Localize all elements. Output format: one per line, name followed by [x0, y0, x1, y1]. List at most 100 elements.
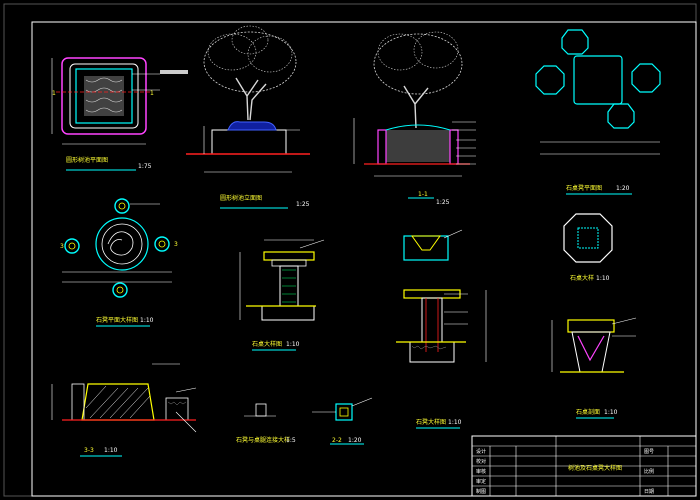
sec33-gravel	[167, 401, 187, 406]
section-3-3: 3-3 1:10	[51, 363, 197, 457]
tb-right-1: 图号	[644, 449, 654, 455]
table-detail-top	[263, 251, 315, 261]
table-detail-leader	[299, 239, 325, 249]
planter-plan-title: 圆形树池平面图	[66, 156, 108, 164]
round-stool-bottom	[112, 282, 128, 298]
stool-section: 石凳大样图 1:10	[396, 289, 487, 429]
stool-section-scale: 1:10	[448, 419, 462, 426]
sec11-wall-left	[377, 129, 387, 165]
tb-row-2: 校对	[476, 458, 486, 465]
stool-sec-leg	[421, 297, 443, 343]
elev-planter-cap	[227, 121, 277, 131]
stool-left	[535, 65, 565, 95]
stool-section-title: 石凳大样图	[416, 418, 446, 426]
planter-cut-mark-left: 1	[52, 90, 56, 97]
table-sec-top	[567, 319, 615, 333]
tb-row-3: 审核	[476, 468, 486, 475]
round-planter-plan: 3 3 石凳平面大样图 1:10	[60, 198, 178, 327]
round-stool-right-inner	[158, 240, 166, 248]
sec22-leader-2	[351, 397, 373, 407]
stool-top	[561, 29, 589, 55]
section-33-title: 3-3	[84, 447, 94, 454]
round-planter-ring	[101, 223, 143, 265]
sec22-inner	[339, 407, 349, 417]
stool-plan-title: 石凳平面大样图	[96, 316, 138, 324]
round-planter-contour	[107, 231, 134, 256]
sec11-soil-mound	[385, 124, 451, 131]
table-section: 石桌剖面 1:10	[551, 317, 637, 419]
table-detail-scale: 1:10	[286, 341, 300, 348]
stool-plan-scale: 1:10	[140, 317, 154, 324]
table-detail: 石桌大样图 1:10	[239, 239, 325, 351]
planter-soil	[84, 76, 124, 116]
tb-drawing-name: 树池及石桌凳大样图	[568, 464, 622, 472]
section-1-1: 1-1 1:25	[353, 31, 476, 206]
round-stool-top-inner	[118, 202, 126, 210]
small-block-taper	[411, 235, 441, 251]
stool-sec-footing	[409, 341, 455, 363]
section-2-2: 2-2 1:20	[312, 397, 373, 445]
table-top-scale: 1:10	[596, 275, 610, 282]
table-top-title: 石桌大样	[570, 274, 594, 282]
tb-row-1: 设计	[476, 448, 486, 455]
sec33-leader-3	[175, 411, 197, 433]
joint-scale: 1:5	[286, 437, 296, 444]
planter-inner-ring	[75, 68, 133, 124]
sec33-leader-2	[175, 387, 197, 393]
sec33-wall-left	[71, 383, 85, 421]
stool-sec-gravel	[411, 345, 447, 350]
planter-elev-title: 圆形树池立面图	[220, 194, 262, 202]
stool-right	[631, 63, 661, 93]
table-plan-title: 石桌凳平面图	[566, 184, 602, 192]
planter-soil-texture	[85, 77, 123, 113]
sec11-leaders	[452, 121, 476, 165]
planter-note-text	[160, 70, 188, 74]
small-block-outer	[403, 235, 449, 261]
planter-mid-ring	[69, 63, 139, 129]
table-section-scale: 1:10	[604, 409, 618, 416]
elev-planter-body	[211, 129, 287, 155]
table-sec-leader	[611, 317, 637, 325]
tb-right-2: 比例	[644, 468, 654, 475]
table-top-square	[573, 55, 623, 105]
table-plan-scale: 1:20	[616, 185, 630, 192]
round-planter-outer	[95, 217, 149, 271]
joint-title: 石凳与桌腿连接大样	[236, 436, 290, 444]
table-section-title: 石桌剖面	[576, 408, 600, 416]
section-22-scale: 1:20	[348, 437, 362, 444]
planter-outer-ring	[61, 57, 147, 135]
joint-detail: 石凳与桌腿连接大样 1:5	[236, 403, 296, 444]
joint-block	[255, 403, 267, 417]
round-mark-right: 3	[174, 241, 178, 248]
round-stool-right	[154, 236, 170, 252]
sec11-wall-right	[449, 129, 459, 165]
planter-elevation: 圆形树池立面图 1:25	[186, 25, 310, 209]
small-block-leader	[443, 229, 463, 239]
tb-row-4: 审定	[476, 478, 486, 485]
table-sec-chevron	[577, 335, 605, 362]
tb-row-5: 制图	[476, 488, 486, 495]
round-stool-left-inner	[68, 242, 76, 250]
round-mark-left: 3	[60, 243, 64, 250]
section-11-scale: 1:25	[436, 199, 450, 206]
tb-right-3: 日期	[644, 489, 654, 495]
table-detail-hatch	[282, 269, 296, 303]
sec33-stool	[165, 397, 189, 421]
round-stool-bottom-inner	[116, 286, 124, 294]
small-block-detail	[403, 229, 463, 261]
sec33-hatch	[85, 385, 151, 419]
square-planter-plan: 1 1 圆形树池平面图 1:75	[51, 57, 188, 171]
sec22-square	[335, 403, 353, 421]
title-block: 设计 校对 审核 审定 制图 树池及石桌凳大样图 图号 比例 日期	[471, 435, 697, 497]
stool-bottom	[607, 103, 635, 129]
sec33-soil-body	[81, 383, 155, 421]
table-detail-slab	[271, 259, 307, 267]
round-stool-top	[114, 198, 130, 214]
section-22-title: 2-2	[332, 437, 342, 444]
table-top-detail: 石桌大样 1:10	[563, 213, 613, 282]
round-stool-left	[64, 238, 80, 254]
section-11-title: 1-1	[418, 191, 428, 198]
table-detail-base	[261, 305, 315, 321]
